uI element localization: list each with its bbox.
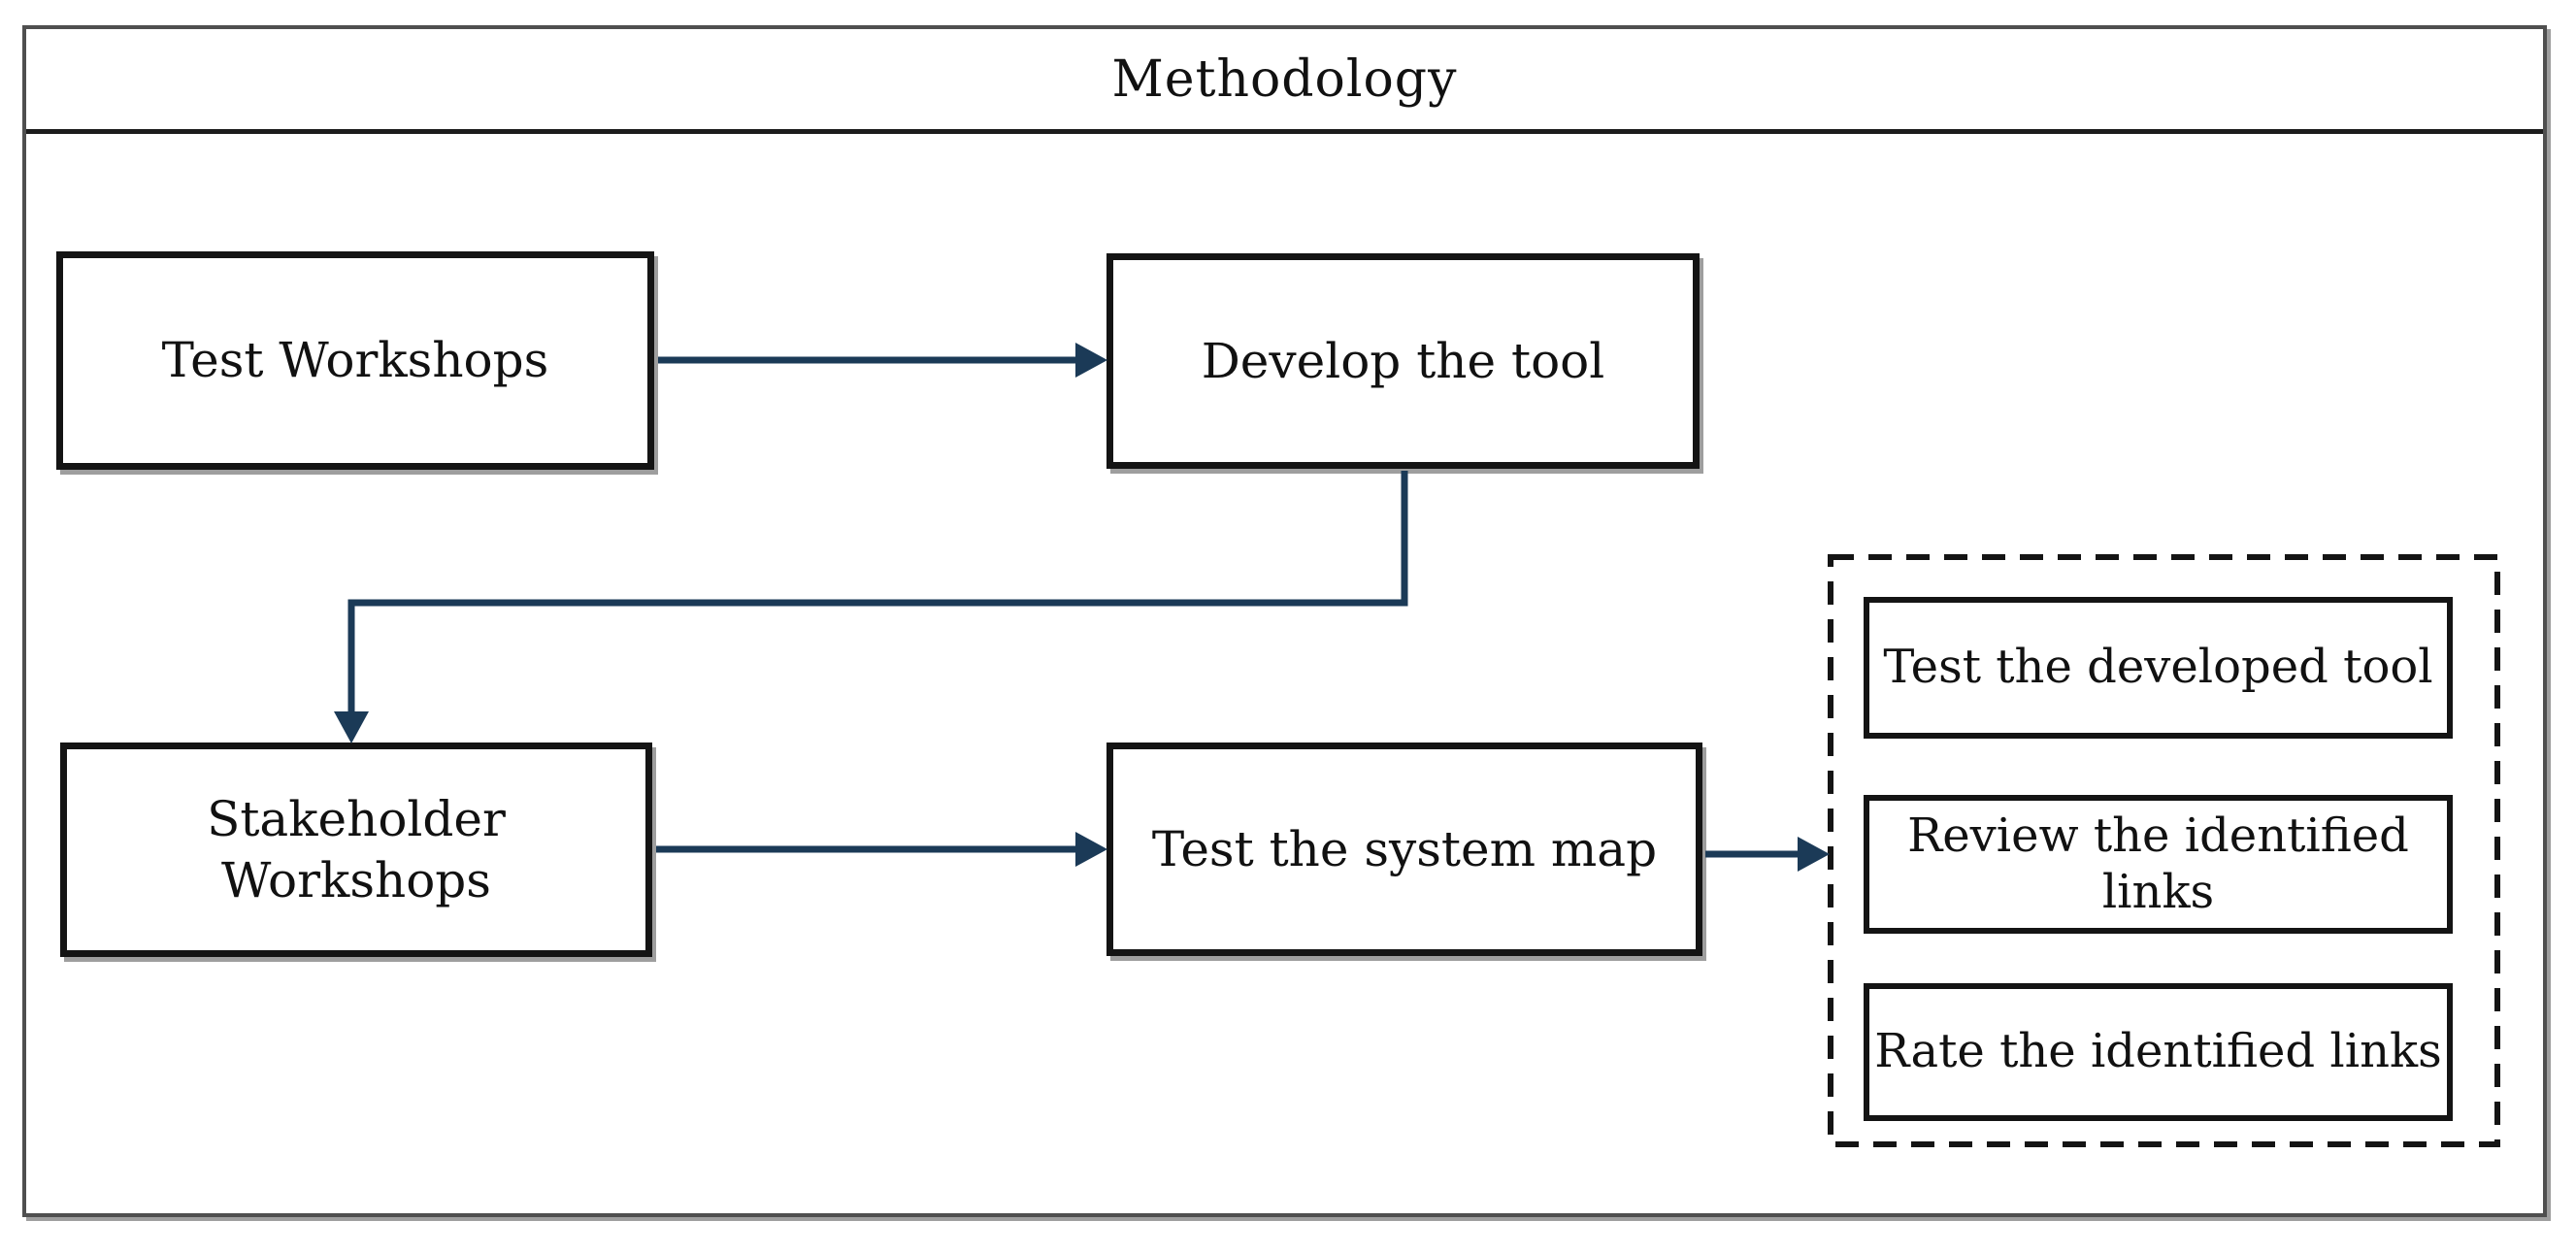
dashed-group: Test the developed tool Review the ident… [1828,554,2500,1147]
subnode-test-developed-tool: Test the developed tool [1864,597,2453,739]
node-stakeholder-workshops-label: Stakeholder Workshops [207,791,506,908]
node-test-workshops: Test Workshops [56,251,654,470]
node-stakeholder-workshops: Stakeholder Workshops [60,742,652,957]
subnode-test-developed-tool-label: Test the developed tool [1883,640,2433,695]
node-develop-tool-label: Develop the tool [1201,332,1605,389]
subnode-rate-identified-links: Rate the identified links [1864,983,2453,1121]
subnode-review-identified-links-label: Review the identified links [1907,808,2409,919]
subnode-review-identified-links: Review the identified links [1864,795,2453,934]
figure-title-band: Methodology [26,29,2543,134]
subnode-rate-identified-links-label: Rate the identified links [1874,1024,2442,1079]
node-test-system-map: Test the system map [1106,742,1702,956]
node-test-workshops-label: Test Workshops [161,332,549,389]
node-test-system-map-label: Test the system map [1151,820,1658,877]
figure-title: Methodology [1111,50,1458,109]
node-develop-tool: Develop the tool [1106,253,1700,469]
